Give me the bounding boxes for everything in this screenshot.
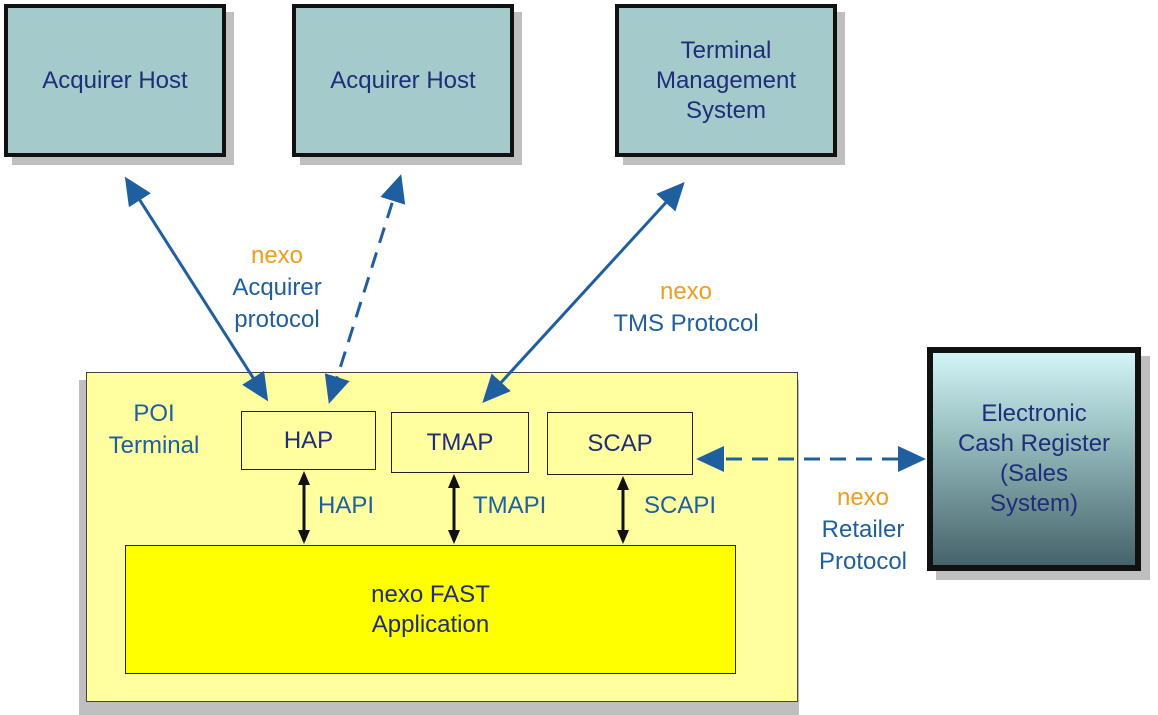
- acquirer-host-box-1: Acquirer Host: [4, 4, 226, 157]
- retailer-protocol-brand: nexo: [836, 484, 890, 511]
- acquirer-link-1: [124, 176, 269, 402]
- ecr-label-line-2: Cash Register: [957, 430, 1111, 457]
- app-label-line-2: Application: [371, 610, 490, 638]
- poi-terminal-label: POI Terminal: [104, 398, 204, 462]
- ecr-box: Electronic Cash Register (Sales System): [927, 347, 1141, 571]
- acquirer-link-2-dashed: [324, 174, 406, 404]
- scap-label: SCAP: [587, 429, 653, 457]
- tmapi-label: TMAPI: [473, 492, 547, 519]
- ecr-label-line-3: (Sales: [999, 460, 1069, 487]
- tms-link: [482, 182, 685, 403]
- tms-label-line-2: Management: [655, 66, 797, 94]
- retailer-protocol-line-2: Protocol: [818, 548, 908, 575]
- hap-label: HAP: [283, 426, 334, 454]
- acquirer-host-label-1: Acquirer Host: [42, 66, 188, 94]
- tms-label-line-3: System: [685, 96, 766, 124]
- retailer-protocol-label: nexo Retailer Protocol: [808, 482, 918, 578]
- acquirer-host-label-2: Acquirer Host: [330, 66, 476, 94]
- tmap-module: TMAP: [391, 412, 529, 473]
- nexo-fast-application-box: nexo FAST Application: [125, 545, 736, 674]
- hapi-label: HAPI: [318, 492, 375, 519]
- ecr-label-line-1: Electronic: [981, 400, 1087, 427]
- tms-box: Terminal Management System: [615, 4, 837, 157]
- tms-label-line-1: Terminal: [680, 36, 772, 64]
- acquirer-host-box-2: Acquirer Host: [292, 4, 514, 157]
- hap-module: HAP: [241, 411, 376, 470]
- retailer-protocol-line-1: Retailer: [821, 516, 905, 543]
- ecr-label-line-4: System): [989, 490, 1078, 517]
- scapi-label: SCAPI: [644, 492, 717, 519]
- poi-label-line-2: Terminal: [108, 432, 200, 459]
- tmap-label: TMAP: [426, 428, 494, 456]
- scap-module: SCAP: [547, 412, 693, 475]
- app-label-line-1: nexo FAST: [371, 580, 490, 608]
- poi-label-line-1: POI: [133, 400, 175, 427]
